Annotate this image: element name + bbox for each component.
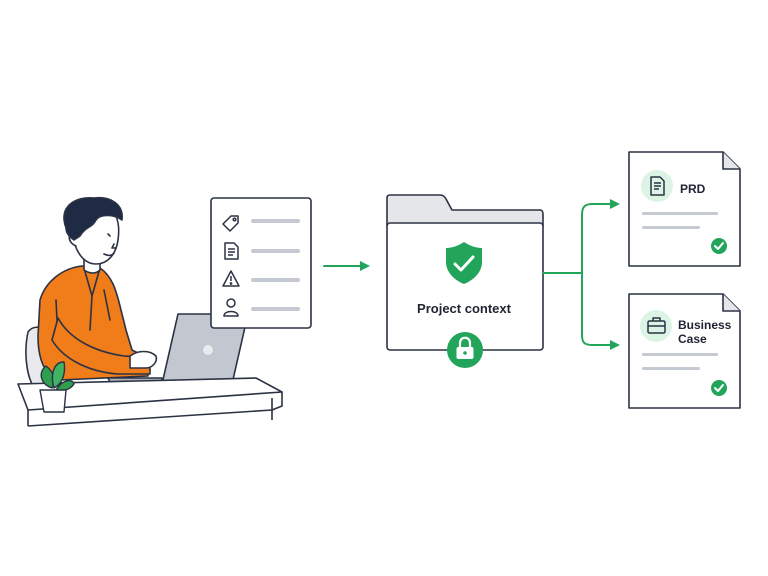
arrow-to-folder (323, 261, 370, 271)
output-label-business-case: Business Case (678, 318, 732, 346)
shield-check-icon (446, 242, 482, 284)
person-at-desk-illustration (25, 196, 158, 385)
placeholder-line (251, 307, 300, 311)
placeholder-line (642, 212, 718, 215)
person-icon (223, 298, 239, 317)
document-icon (650, 176, 665, 196)
placeholder-line (251, 249, 300, 253)
arrowhead-to-prd (610, 199, 620, 209)
plant-illustration (39, 361, 75, 413)
document-icon (224, 242, 239, 260)
placeholder-line (251, 278, 300, 282)
input-card (210, 197, 312, 329)
check-icon (711, 238, 727, 254)
lock-icon (447, 332, 483, 368)
placeholder-line (642, 226, 700, 229)
check-icon (711, 380, 727, 396)
placeholder-line (251, 219, 300, 223)
arrowhead-to-business-case (610, 340, 620, 350)
branch-connector (542, 203, 613, 346)
output-card-prd (628, 151, 741, 267)
warning-icon (222, 270, 240, 287)
placeholder-line (642, 367, 700, 370)
placeholder-line (642, 353, 718, 356)
desk-illustration (17, 377, 283, 427)
tag-icon (222, 215, 239, 232)
folder-label: Project context (417, 301, 511, 316)
output-label-prd: PRD (680, 182, 706, 196)
project-context-folder (386, 194, 544, 368)
output-card-business-case (628, 293, 741, 409)
briefcase-icon (647, 317, 666, 334)
